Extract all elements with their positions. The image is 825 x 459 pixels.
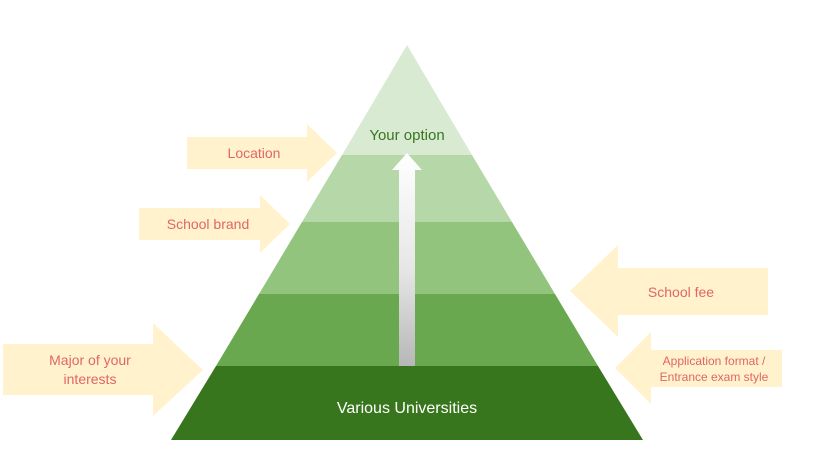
factor-arrow-school-fee: School fee	[570, 245, 768, 337]
factor-arrow-application: Application format / Entrance exam style	[615, 332, 782, 404]
pyramid-top-label: Your option	[369, 127, 444, 144]
factor-arrow-major: Major of your interests	[3, 323, 203, 416]
factor-label-location: Location	[228, 145, 281, 161]
factor-arrow-location: Location	[187, 124, 337, 182]
factor-label-major-line2: interests	[64, 371, 117, 387]
pyramid-layer-base	[171, 366, 643, 440]
factor-label-school-brand: School brand	[167, 216, 250, 232]
factor-label-application-line1: Application format /	[663, 354, 766, 368]
pyramid-layer-top	[342, 45, 472, 155]
pyramid-base-label: Various Universities	[337, 400, 477, 417]
up-arrow-icon	[392, 153, 422, 366]
factor-label-application-line2: Entrance exam style	[660, 370, 769, 384]
factor-label-major-line1: Major of your	[49, 352, 131, 368]
factor-label-school-fee: School fee	[648, 284, 714, 300]
factor-arrow-school-brand: School brand	[139, 195, 290, 253]
